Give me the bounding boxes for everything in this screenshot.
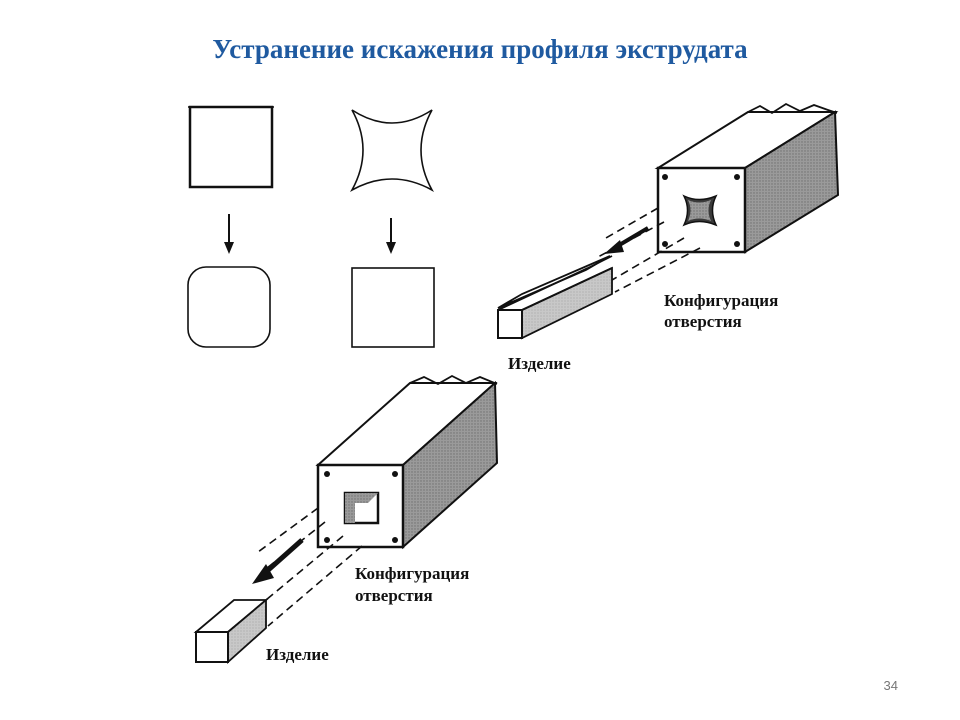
down-arrow-icon	[386, 218, 396, 254]
top-extrusion-guides	[595, 207, 701, 293]
concave-die-shape	[349, 109, 435, 193]
slide-title: Устранение искажения профиля экструдата	[212, 34, 748, 64]
bottom-die-label-line2: отверстия	[355, 586, 433, 605]
bottom-die-label-line1: Конфигурация	[355, 564, 469, 583]
bottom-product-label: Изделие	[266, 645, 329, 664]
page-number: 34	[883, 678, 898, 693]
square-die-shape	[188, 105, 274, 189]
bottom-die-block	[315, 374, 499, 550]
down-arrow-icon	[224, 214, 234, 254]
bottom-product-bar	[193, 598, 269, 665]
bottom-extrusion-guides	[252, 507, 363, 627]
top-die-label-line1: Конфигурация	[664, 291, 778, 310]
rounded-extrudate-shape	[187, 266, 271, 348]
top-product-bar	[497, 255, 613, 340]
top-product-label: Изделие	[508, 354, 571, 373]
square-extrudate-shape	[351, 267, 435, 348]
top-die-block	[654, 102, 840, 254]
top-die-label-line2: отверстия	[664, 312, 742, 331]
